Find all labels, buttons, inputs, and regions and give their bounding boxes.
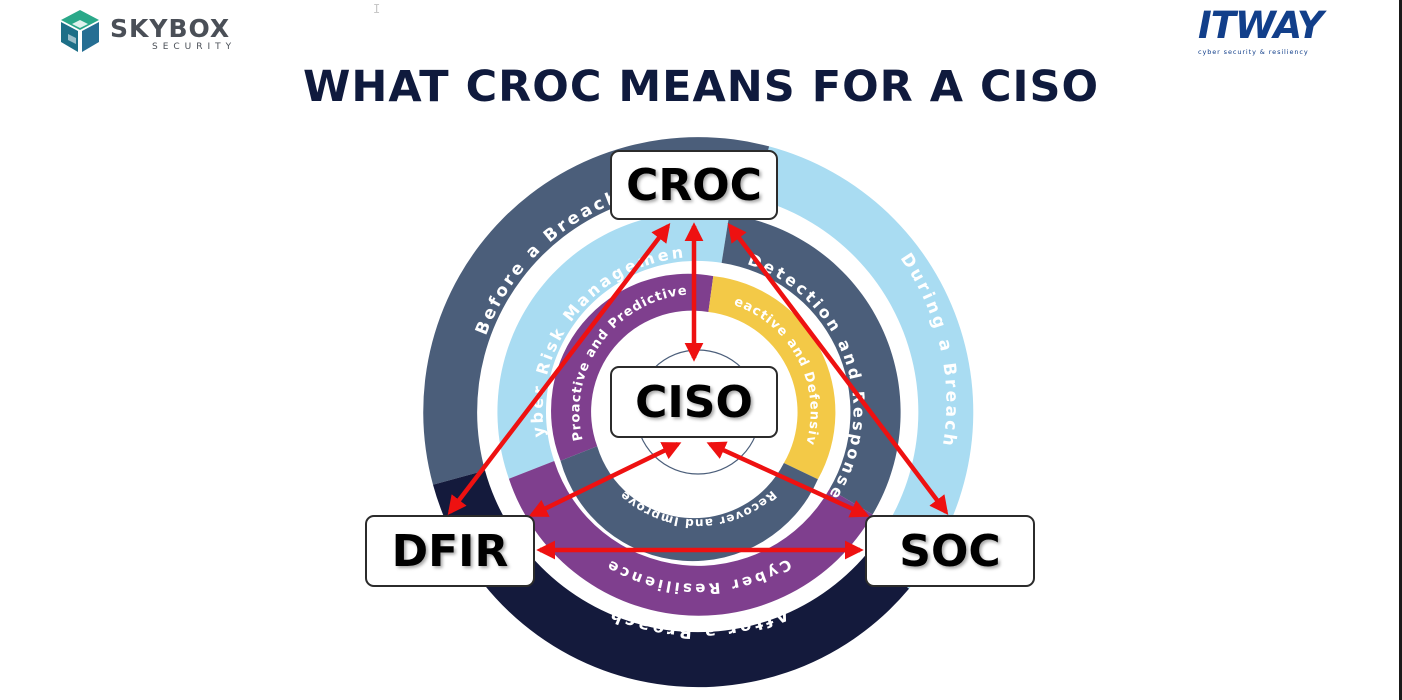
node-soc-label: SOC bbox=[899, 525, 1001, 577]
node-croc-label: CROC bbox=[626, 159, 762, 211]
node-dfir: DFIR bbox=[365, 515, 535, 587]
skybox-wordmark: SKYBOX bbox=[110, 14, 231, 43]
itway-wordmark: ITWAY bbox=[1198, 4, 1324, 47]
node-dfir-label: DFIR bbox=[391, 525, 509, 577]
arrow-croc-dfir bbox=[447, 222, 671, 516]
page-title: WHAT CROC MEANS FOR A CISO bbox=[302, 62, 1100, 112]
node-croc: CROC bbox=[610, 150, 778, 220]
outer-ring-after bbox=[433, 470, 909, 688]
arrow-ciso-soc bbox=[706, 441, 870, 518]
middle-ring-resilience bbox=[508, 461, 873, 616]
arrow-ciso-dfir bbox=[528, 441, 682, 518]
skybox-logo: SKYBOX SECURITY bbox=[58, 8, 268, 54]
itway-logo: ITWAY cyber security & resiliency bbox=[1196, 4, 1346, 62]
inner-ring-recover bbox=[560, 446, 818, 562]
right-border bbox=[1399, 0, 1402, 700]
connection-arrows bbox=[447, 222, 949, 560]
arrow-croc-soc bbox=[727, 222, 949, 516]
skybox-subtitle: SECURITY bbox=[152, 42, 237, 52]
node-soc: SOC bbox=[865, 515, 1035, 587]
itway-tagline: cyber security & resiliency bbox=[1198, 48, 1309, 56]
node-ciso: CISO bbox=[610, 366, 778, 438]
node-ciso-label: CISO bbox=[635, 376, 753, 428]
skybox-mark-icon bbox=[61, 10, 99, 52]
